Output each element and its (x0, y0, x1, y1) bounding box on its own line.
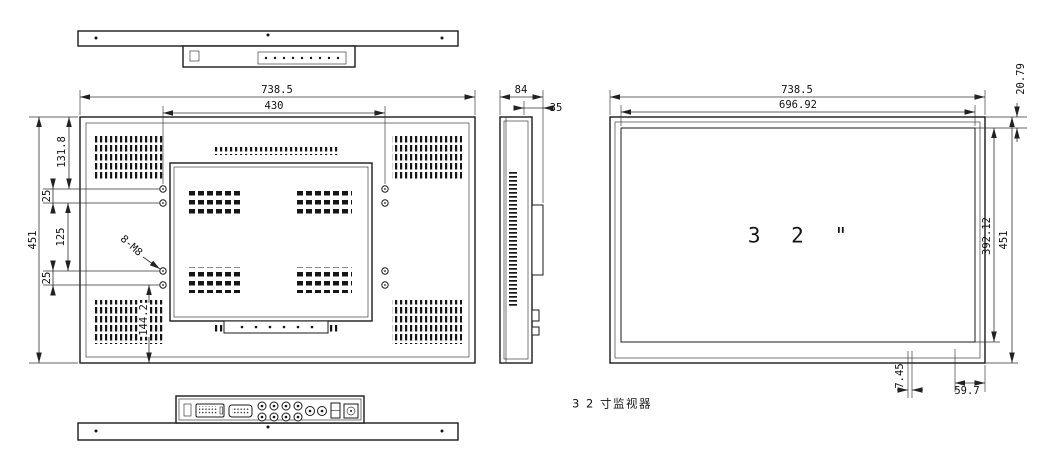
front-dim-bottom-offset: 7.45 (893, 363, 906, 389)
side-mount-bracket (531, 204, 544, 276)
front-dim-active-height: 392.12 (980, 217, 993, 255)
rear-dim-hole-span-mid: 125 (54, 227, 67, 247)
front-dim-active-width: 696.92 (779, 98, 817, 111)
side-view (499, 116, 544, 364)
top-view (77, 30, 459, 68)
screen-size-label: 3 2 " (747, 223, 857, 248)
vent-grid-top-right (392, 136, 462, 180)
rear-dim-hole-to-bottom: 144.2 (137, 303, 150, 337)
rear-dim-hole-pitch-top: 25 (40, 189, 53, 203)
side-vent-hatch (509, 172, 517, 308)
vent-grid-bottom-left (93, 300, 163, 344)
rear-connector-strip (223, 320, 329, 334)
top-connector-dots (264, 56, 340, 60)
bnc-connectors (257, 401, 327, 422)
front-dimensions (609, 90, 1027, 398)
front-dim-overall-width: 738.5 (781, 83, 813, 96)
side-dim-depth-overall: 84 (514, 83, 528, 96)
vent-grid-top-left (93, 136, 163, 180)
screen-outline (620, 127, 976, 343)
vent-grid-bottom-right (392, 300, 462, 344)
rear-dim-mount-width: 430 (264, 99, 284, 112)
front-dim-corner-offset: 59.7 (954, 384, 980, 397)
side-dimensions (499, 90, 554, 203)
thread-leader-line (142, 256, 161, 270)
drawing-caption: 3 2 寸监视器 (572, 396, 652, 411)
bottom-view (77, 395, 459, 441)
rear-dim-overall-height: 451 (26, 230, 39, 250)
rear-dim-overall-width: 738.5 (261, 83, 293, 96)
rear-dim-hole-pitch-bottom: 25 (40, 271, 53, 285)
mount-holes (159, 185, 389, 289)
front-dim-overall-height: 451 (997, 230, 1010, 250)
vent-row-top-center (213, 147, 339, 155)
rear-dimensions (29, 90, 476, 364)
side-dim-depth-panel: 35 (549, 101, 563, 114)
rear-dim-top-to-hole: 131.8 (55, 136, 68, 168)
front-dim-top-border: 20.79 (1014, 63, 1027, 95)
top-mount-bracket (182, 45, 356, 68)
vesa-plate (169, 162, 373, 322)
front-view (609, 116, 986, 364)
